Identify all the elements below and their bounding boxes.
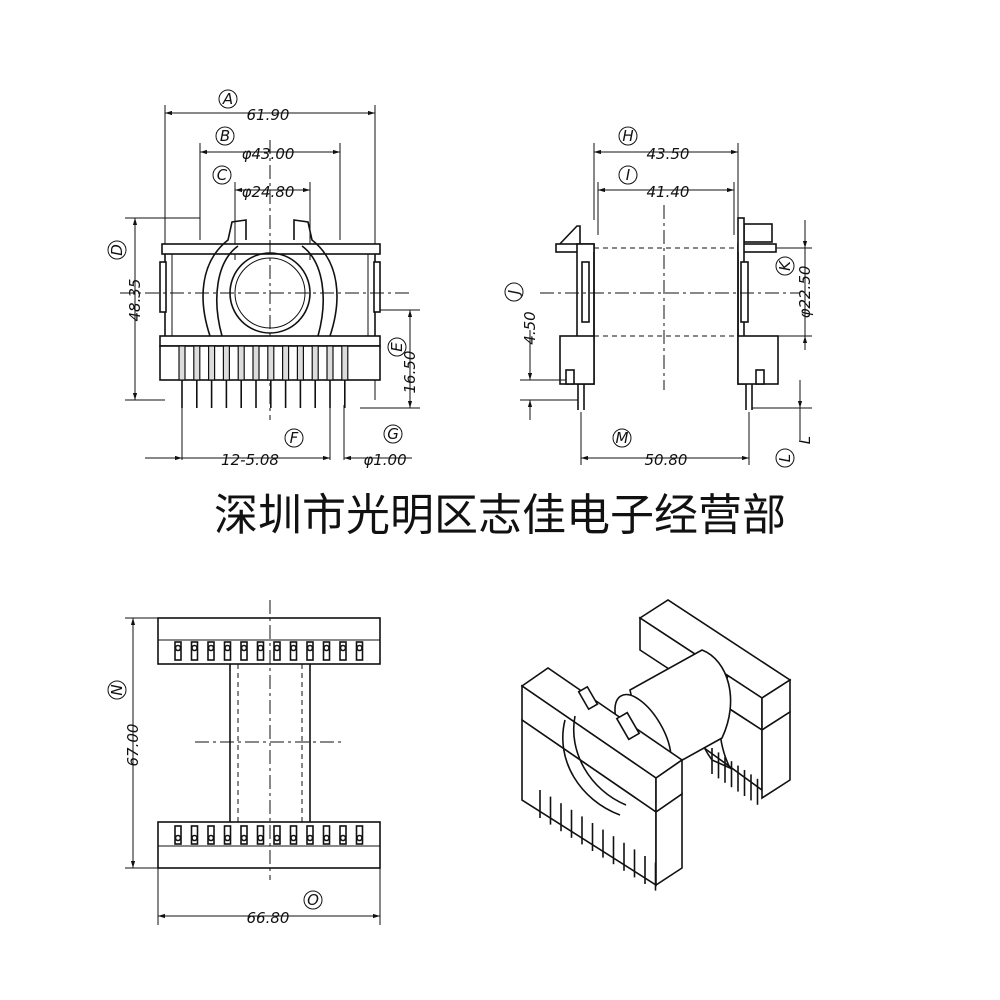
pin-hole — [339, 644, 347, 652]
dim-N-text: 67.00 — [124, 724, 142, 767]
pin-hole — [306, 644, 314, 652]
svg-text:E: E — [388, 342, 406, 352]
pin-hole — [290, 834, 297, 842]
side-view: H I J K M L L 43.50 41.40 4.50 φ22.50 50… — [504, 126, 814, 469]
pin-hole — [323, 834, 330, 842]
pin-slot — [252, 345, 260, 381]
svg-text:J: J — [505, 290, 523, 297]
svg-text:M: M — [616, 429, 629, 447]
pin-slot — [193, 345, 201, 381]
isometric-view — [520, 599, 792, 891]
dim-G-text: φ1.00 — [363, 451, 406, 469]
pin-hole — [257, 834, 264, 842]
dim-E-text: 16.50 — [401, 351, 419, 394]
dim-B-text: φ43.00 — [242, 145, 295, 163]
svg-text:N: N — [108, 684, 126, 695]
iso-pin-row-front — [539, 790, 657, 891]
iso-pin-row-back — [711, 748, 759, 805]
dim-O-text: 66.80 — [247, 909, 290, 927]
dim-H-text: 43.50 — [647, 145, 690, 163]
top-view: N O 67.00 66.80 — [107, 600, 381, 927]
callout-G: G — [383, 424, 403, 444]
pin-hole — [257, 644, 264, 652]
pin-hole — [174, 834, 182, 842]
pin-hole — [273, 644, 281, 652]
dim-K-text: φ22.50 — [796, 266, 814, 319]
callout-N: N — [107, 680, 127, 700]
pin-slot — [326, 345, 334, 381]
pin-hole — [207, 644, 215, 652]
pin-hole — [224, 834, 231, 842]
svg-text:B: B — [220, 127, 230, 145]
callout-M: M — [612, 428, 632, 448]
svg-text:D: D — [108, 244, 126, 256]
callout-O: O — [303, 890, 323, 910]
pin-hole — [273, 834, 281, 842]
svg-text:I: I — [626, 166, 631, 184]
svg-text:O: O — [307, 891, 319, 909]
svg-text:K: K — [776, 260, 794, 271]
svg-text:A: A — [222, 90, 233, 108]
pin-hole — [290, 644, 297, 652]
svg-text:C: C — [217, 166, 228, 184]
pin-hole — [224, 644, 231, 652]
pin-hole — [174, 644, 182, 652]
front-view: A B C D E F G 61.90 φ43.00 φ24.80 48.35 … — [107, 89, 420, 469]
dim-F-text: 12-5.08 — [221, 451, 279, 469]
dim-C-text: φ24.80 — [242, 183, 295, 201]
pin-hole — [306, 834, 314, 842]
pin-slot — [296, 345, 304, 381]
pin-hole — [240, 644, 248, 652]
top-pin-row-upper — [174, 641, 364, 661]
dim-I-text: 41.40 — [647, 183, 690, 201]
pin-slot — [341, 345, 349, 381]
pin-hole — [191, 834, 198, 842]
callout-H: H — [618, 126, 638, 146]
callout-E: E — [387, 337, 407, 357]
front-pin-row — [178, 345, 349, 408]
dim-D-text: 48.35 — [126, 279, 144, 322]
pin-slot — [282, 345, 290, 381]
callout-A: A — [218, 89, 238, 109]
pin-slot — [267, 345, 275, 381]
pin-slot — [222, 345, 230, 381]
callout-K: K — [775, 256, 795, 276]
pin-hole — [191, 644, 198, 652]
callout-I: I — [618, 165, 638, 185]
pin-hole — [323, 644, 330, 652]
pin-hole — [240, 834, 248, 842]
dim-M-text: 50.80 — [645, 451, 688, 469]
top-pin-row-lower — [174, 825, 364, 845]
callout-L: L — [775, 448, 795, 468]
svg-text:F: F — [290, 429, 299, 447]
svg-text:G: G — [387, 425, 399, 443]
pin-hole — [207, 834, 215, 842]
svg-text:H: H — [622, 127, 633, 145]
pin-slot — [178, 345, 186, 381]
callout-F: F — [284, 428, 304, 448]
pin-hole — [339, 834, 347, 842]
callout-C: C — [212, 165, 232, 185]
pin-slot — [311, 345, 319, 381]
label-L: L — [796, 436, 814, 444]
dim-A-text: 61.90 — [247, 106, 290, 124]
pin-slot — [237, 345, 245, 381]
svg-text:L: L — [776, 454, 794, 462]
pin-hole — [356, 644, 363, 652]
watermark-text: 深圳市光明区志佳电子经营部 — [214, 490, 786, 541]
callout-J: J — [504, 282, 524, 302]
pin-hole — [356, 834, 363, 842]
pin-slot — [208, 345, 216, 381]
callout-B: B — [215, 126, 235, 146]
dim-J-text: 4.50 — [521, 311, 539, 344]
callout-D: D — [107, 240, 127, 260]
